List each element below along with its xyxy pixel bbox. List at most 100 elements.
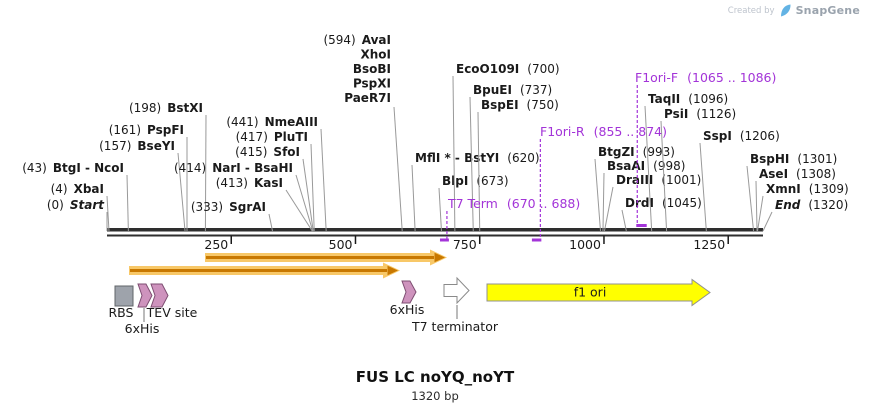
feature-tev-site bbox=[150, 283, 169, 308]
feature-rbs bbox=[114, 285, 134, 307]
enzyme-site: TaqII(1096) bbox=[644, 92, 728, 232]
svg-text:T7 Term(670 .. 688): T7 Term(670 .. 688) bbox=[447, 196, 580, 211]
enzyme-site: End(1320) bbox=[762, 198, 848, 232]
enzyme-site: (161)PspFI bbox=[109, 123, 188, 232]
svg-text:BspEI(750): BspEI(750) bbox=[481, 98, 559, 112]
svg-text:AseI(1308): AseI(1308) bbox=[759, 167, 836, 181]
svg-text:SspI(1206): SspI(1206) bbox=[703, 129, 780, 143]
svg-text:XhoI: XhoI bbox=[360, 48, 391, 62]
svg-text:TaqII(1096): TaqII(1096) bbox=[648, 92, 728, 106]
svg-text:PaeR7I: PaeR7I bbox=[344, 91, 391, 105]
enzyme-site: (4)XbaI bbox=[51, 182, 110, 232]
svg-text:1000: 1000 bbox=[569, 237, 601, 252]
enzyme-site: (157)BseYI bbox=[99, 139, 186, 232]
svg-text:(4)XbaI: (4)XbaI bbox=[51, 182, 104, 196]
svg-text:DraIII(1001): DraIII(1001) bbox=[616, 173, 701, 187]
svg-text:BtgZI(993): BtgZI(993) bbox=[598, 145, 675, 159]
svg-text:6xHis: 6xHis bbox=[390, 302, 425, 317]
svg-text:TEV site: TEV site bbox=[146, 305, 198, 320]
enzyme-site: XmnI(1309) bbox=[757, 182, 849, 232]
enzyme-site: (414)NarI - BsaHI bbox=[174, 161, 314, 232]
svg-text:(0)Start: (0)Start bbox=[47, 198, 105, 212]
enzyme-site: BsaAI(998) bbox=[602, 159, 685, 232]
sequence-axis bbox=[107, 228, 763, 237]
svg-text:6xHis: 6xHis bbox=[125, 321, 160, 336]
enzyme-site: BspHI(1301) bbox=[746, 152, 837, 232]
branding: Created by SnapGene bbox=[728, 4, 860, 17]
orf-arrow bbox=[205, 249, 447, 266]
enzyme-site: (43)BtgI - NcoI bbox=[22, 161, 129, 232]
svg-text:PspXI: PspXI bbox=[353, 77, 391, 91]
feature-6xhis bbox=[401, 280, 417, 304]
enzyme-site: AseI(1308) bbox=[755, 167, 836, 232]
svg-text:RBS: RBS bbox=[109, 305, 134, 320]
svg-text:(333)SgrAI: (333)SgrAI bbox=[191, 200, 266, 214]
svg-text:(414)NarI - BsaHI: (414)NarI - BsaHI bbox=[174, 161, 293, 175]
enzyme-site: (0)Start bbox=[47, 198, 108, 231]
svg-text:(594)AvaI: (594)AvaI bbox=[323, 33, 391, 47]
map-length: 1320 bp bbox=[411, 388, 459, 403]
svg-text:1250: 1250 bbox=[693, 237, 725, 252]
svg-text:BsoBI: BsoBI bbox=[353, 62, 391, 76]
svg-text:(413)KasI: (413)KasI bbox=[216, 176, 283, 190]
enzyme-site: (198)BstXI bbox=[129, 101, 207, 232]
svg-text:(441)NmeAIII: (441)NmeAIII bbox=[226, 115, 318, 129]
enzyme-site: EcoO109I(700) bbox=[452, 62, 560, 232]
svg-text:F1ori-R(855 .. 874): F1ori-R(855 .. 874) bbox=[540, 124, 667, 139]
enzyme-site: BpuEI(737) bbox=[469, 83, 552, 232]
enzyme-site: SspI(1206) bbox=[699, 129, 780, 232]
svg-text:(415)SfoI: (415)SfoI bbox=[235, 145, 300, 159]
svg-text:(157)BseYI: (157)BseYI bbox=[99, 139, 175, 153]
svg-text:(161)PspFI: (161)PspFI bbox=[109, 123, 184, 137]
orf-arrow bbox=[129, 262, 400, 279]
enzyme-site: (441)NmeAIII bbox=[226, 115, 327, 232]
enzyme-site: MflI * - BstYI(620) bbox=[411, 151, 540, 232]
svg-text:250: 250 bbox=[204, 237, 228, 252]
enzyme-site: (417)PluTI bbox=[236, 130, 315, 232]
feature-label: RBS bbox=[109, 305, 134, 320]
svg-text:PsiI(1126): PsiI(1126) bbox=[664, 107, 736, 121]
svg-text:(417)PluTI: (417)PluTI bbox=[236, 130, 308, 144]
brand-name: SnapGene bbox=[795, 4, 860, 17]
feature-label: 6xHis bbox=[390, 302, 425, 317]
svg-text:End(1320): End(1320) bbox=[775, 198, 848, 212]
svg-text:MflI * - BstYI(620): MflI * - BstYI(620) bbox=[415, 151, 540, 165]
feature-t7-terminator bbox=[443, 276, 470, 305]
svg-text:500: 500 bbox=[329, 237, 353, 252]
feature-label: 6xHis bbox=[125, 308, 160, 336]
primer-annotation: T7 Term(670 .. 688) bbox=[439, 196, 580, 242]
enzyme-site: (415)SfoI bbox=[235, 145, 314, 232]
svg-text:BpuEI(737): BpuEI(737) bbox=[473, 83, 552, 97]
map-title: FUS LC noYQ_noYT bbox=[355, 368, 515, 386]
svg-text:F1ori-F(1065 .. 1086): F1ori-F(1065 .. 1086) bbox=[635, 70, 776, 85]
svg-text:(198)BstXI: (198)BstXI bbox=[129, 101, 203, 115]
enzyme-site: BspEI(750) bbox=[477, 98, 559, 232]
feature-f1-ori: f1 ori bbox=[486, 278, 711, 307]
svg-text:BlpI(673): BlpI(673) bbox=[442, 174, 509, 188]
created-by-label: Created by bbox=[727, 5, 775, 16]
enzyme-site: PsiI(1126) bbox=[660, 107, 736, 232]
svg-text:BsaAI(998): BsaAI(998) bbox=[607, 159, 685, 173]
svg-text:T7 terminator: T7 terminator bbox=[411, 319, 499, 334]
enzyme-site: DrdI(1045) bbox=[621, 196, 702, 232]
enzyme-site: BlpI(673) bbox=[438, 174, 509, 232]
axis-ticks: 250 500 750 1000 1250 bbox=[204, 235, 729, 252]
primer-annotation: F1ori-R(855 .. 874) bbox=[531, 124, 667, 242]
title-block: FUS LC noYQ_noYT 1320 bp bbox=[0, 369, 870, 403]
enzyme-site: DraIII(1001) bbox=[603, 173, 701, 232]
primer-annotation: F1ori-F(1065 .. 1086) bbox=[635, 70, 776, 227]
feature-label: TEV site bbox=[146, 305, 198, 320]
feature-label: T7 terminator bbox=[411, 305, 499, 334]
svg-text:XmnI(1309): XmnI(1309) bbox=[766, 182, 849, 196]
svg-text:DrdI(1045): DrdI(1045) bbox=[625, 196, 702, 210]
feature-6xhis bbox=[137, 283, 153, 308]
enzyme-site: BtgZI(993) bbox=[594, 145, 675, 232]
svg-text:750: 750 bbox=[453, 237, 477, 252]
enzyme-site: (413)KasI bbox=[216, 176, 313, 232]
enzyme-site: (333)SgrAI bbox=[191, 200, 273, 232]
svg-text:f1 ori: f1 ori bbox=[574, 285, 607, 300]
snapgene-logo-icon bbox=[780, 4, 791, 17]
